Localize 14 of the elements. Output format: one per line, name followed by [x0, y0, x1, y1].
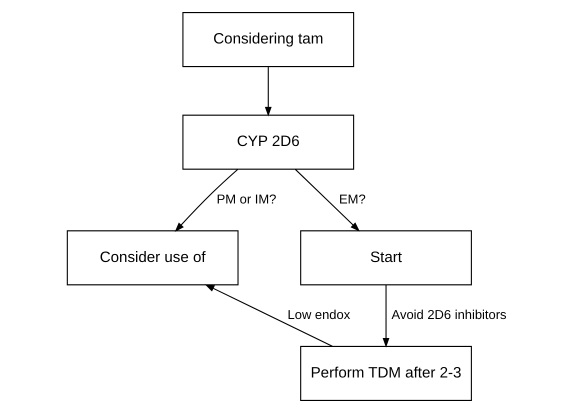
arrow — [382, 284, 389, 348]
arrow — [204, 284, 332, 347]
node-box: Consider use of — [66, 230, 238, 286]
arrow — [264, 67, 272, 117]
arrow — [294, 168, 360, 232]
node-box: Start — [300, 230, 472, 286]
node-box: Considering tam — [182, 12, 354, 68]
edge-label: Low endox — [287, 306, 350, 322]
node-box: CYP 2D6 — [182, 114, 354, 170]
edge-label: Avoid 2D6 inhibitors — [391, 306, 506, 322]
edge-label: PM or IM? — [216, 191, 276, 206]
arrow — [174, 168, 238, 232]
node-box: Perform TDM after 2-3 — [300, 346, 472, 401]
edge-label: EM? — [338, 191, 366, 206]
